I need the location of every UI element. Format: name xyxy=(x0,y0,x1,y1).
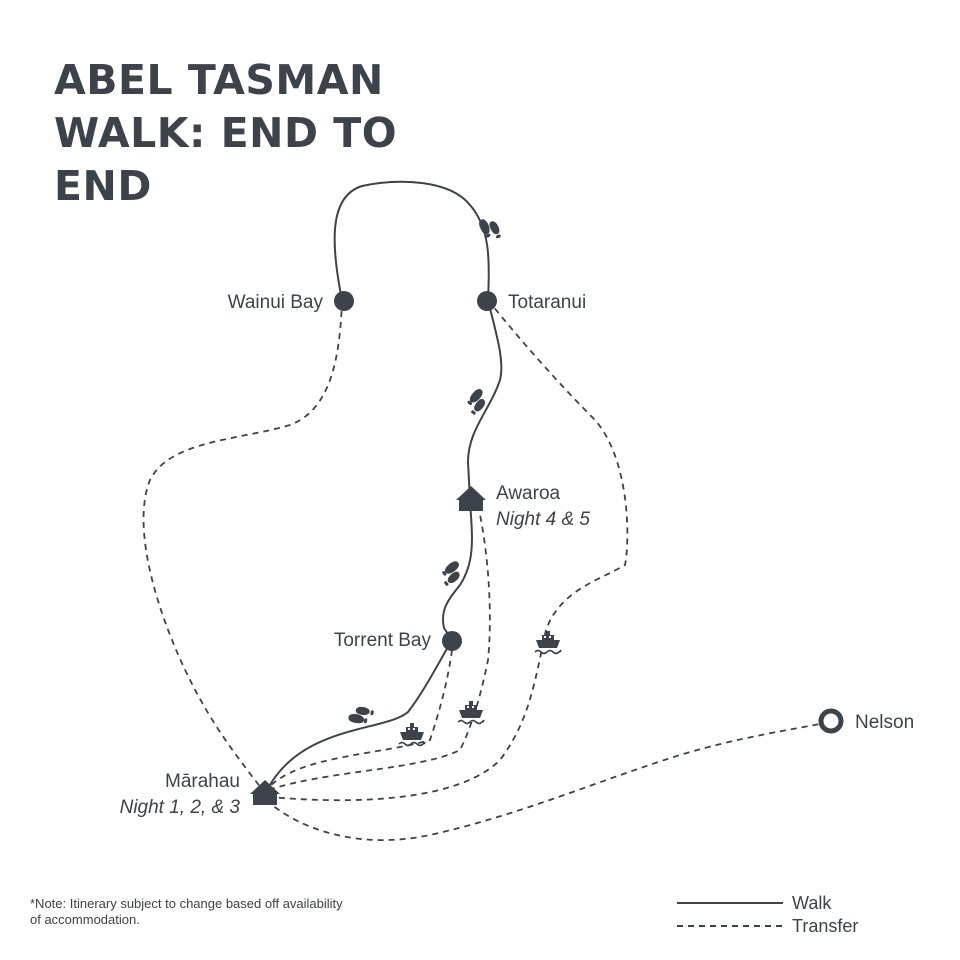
transfer-marahau-nelson xyxy=(265,721,831,841)
wainui-bay-marker xyxy=(334,291,354,311)
label-awaroa-night: Night 4 & 5 xyxy=(496,509,590,530)
marahau-house-icon xyxy=(250,780,280,805)
title-line-3: END xyxy=(54,162,152,210)
nelson-ring-marker xyxy=(818,708,844,734)
label-marahau: Mārahau xyxy=(165,771,240,792)
boat-icon xyxy=(534,630,562,655)
awaroa-house-icon xyxy=(456,486,486,511)
legend-walk-label: Walk xyxy=(792,893,832,913)
label-nelson: Nelson xyxy=(855,712,914,733)
title-line-2: WALK: END TO xyxy=(54,109,398,157)
footprint-icon xyxy=(347,704,375,726)
label-wainui-bay: Wainui Bay xyxy=(228,292,324,313)
transfer-awaroa-marahau xyxy=(267,504,491,791)
transfer-totaranui-marahau xyxy=(269,299,629,802)
transfer-wainui-marahau xyxy=(142,299,343,793)
torrent-bay-marker xyxy=(442,631,462,651)
label-marahau-night: Night 1, 2, & 3 xyxy=(120,797,241,818)
label-torrent-bay: Torrent Bay xyxy=(334,630,432,651)
itinerary-note: *Note: Itinerary subject to change based… xyxy=(30,896,343,927)
map-title: ABEL TASMAN WALK: END TO END xyxy=(54,54,397,213)
legend-transfer-label: Transfer xyxy=(792,916,858,936)
transfer-torrent-marahau xyxy=(267,649,453,789)
walk-route xyxy=(265,180,503,793)
title-line-1: ABEL TASMAN xyxy=(54,56,384,104)
footprint-icon xyxy=(462,386,492,417)
label-totaranui: Totaranui xyxy=(508,292,586,313)
footprint-icon xyxy=(477,214,503,244)
boat-icon xyxy=(457,700,485,725)
label-awaroa: Awaroa xyxy=(496,483,561,504)
totaranui-marker xyxy=(477,291,497,311)
legend: Walk Transfer xyxy=(677,893,858,936)
